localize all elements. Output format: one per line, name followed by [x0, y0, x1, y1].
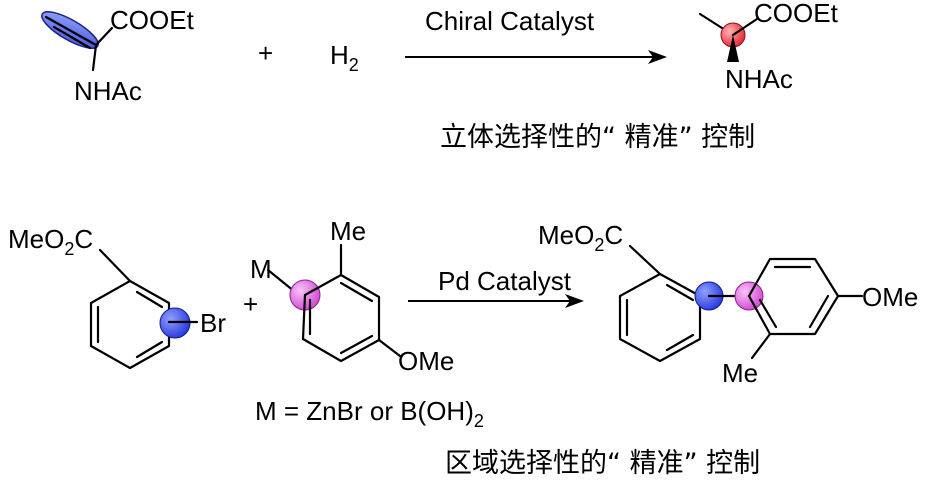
- product-ester-label: COOEt: [754, 0, 839, 28]
- reaction-arrow-2: Pd Catalyst: [408, 266, 584, 308]
- methoxy-label-product: OMe: [862, 282, 918, 312]
- plus-sign-1: +: [258, 38, 273, 68]
- aryl-bromide: MeO2C Br: [8, 224, 226, 370]
- reaction-1: COOEt NHAc + H2 Chiral Catalyst COOEt NH…: [41, 0, 839, 153]
- reactant-ester-label: COOEt: [110, 5, 195, 35]
- reactant-enamide: COOEt NHAc: [41, 5, 195, 106]
- wedge-bond: [727, 35, 739, 62]
- reaction-arrow-1: Chiral Catalyst: [405, 6, 667, 64]
- reaction-2: MeO2C Br + M Me OMe Pd Catalyst: [8, 216, 918, 479]
- arrow-label-chiral-catalyst: Chiral Catalyst: [425, 6, 595, 36]
- bromine-label: Br: [200, 308, 226, 338]
- hydrogen-label: H2: [330, 40, 359, 75]
- hydrogen-reagent: H2: [330, 40, 359, 75]
- methyl-label-product: Me: [722, 358, 758, 388]
- methyl-label-partner: Me: [330, 216, 366, 246]
- reactant-amide-label: NHAc: [74, 76, 142, 106]
- biaryl-product: MeO2C OMe Me: [538, 220, 918, 388]
- metal-label: M: [250, 254, 272, 284]
- caption-stereoselectivity: 立体选择性的“ 精准” 控制: [440, 122, 755, 153]
- organometallic-partner: M Me OMe: [250, 216, 454, 376]
- caption-regioselectivity: 区域选择性的“ 精准” 控制: [445, 448, 760, 479]
- aryl-bromide-ester-label: MeO2C: [8, 224, 93, 259]
- methoxy-label-partner: OMe: [398, 346, 454, 376]
- plus-sign-2: +: [243, 289, 258, 319]
- metal-definition: M = ZnBr or B(OH)2: [255, 396, 484, 431]
- product-ester-label-2: MeO2C: [538, 220, 623, 255]
- arrow-label-pd-catalyst: Pd Catalyst: [438, 266, 572, 296]
- product-amino-ester: COOEt NHAc: [698, 0, 839, 94]
- product-amide-label: NHAc: [725, 64, 793, 94]
